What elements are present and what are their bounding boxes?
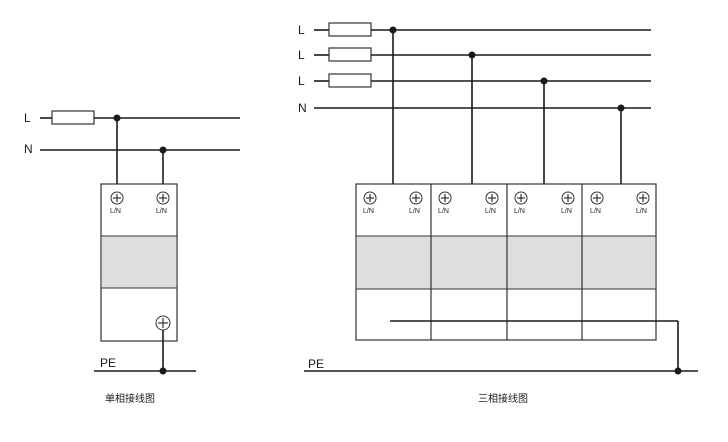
three-m3-terminal-right-label: L/N [561, 208, 572, 215]
three-m2-terminal-right [485, 191, 499, 205]
three-N-label: N [298, 101, 307, 115]
three-m1-terminal-left [363, 191, 377, 205]
three-m4-terminal-right [636, 191, 650, 205]
single-PE-label: PE [100, 356, 116, 370]
three-PE-label: PE [308, 357, 324, 371]
three-m1-terminal-right [409, 191, 423, 205]
single-terminal-1 [110, 191, 124, 205]
three-m4-terminal-left [590, 191, 604, 205]
single-pe-terminal [155, 315, 171, 331]
three-fuse-1 [328, 22, 372, 37]
three-L3-label: L [298, 74, 305, 88]
three-m3-terminal-left [514, 191, 528, 205]
three-L2-label: L [298, 48, 305, 62]
single-N-label: N [24, 142, 33, 156]
single-phase-diagram: L N L/N L/N [24, 110, 240, 405]
single-terminal-2 [156, 191, 170, 205]
single-terminal-1-label: L/N [110, 208, 121, 215]
three-m4-terminal-right-label: L/N [636, 208, 647, 215]
three-m2-terminal-right-label: L/N [485, 208, 496, 215]
three-L1-label: L [298, 23, 305, 37]
three-phase-caption: 三相接线图 [478, 392, 528, 405]
three-m3-terminal-right [561, 191, 575, 205]
single-terminal-2-label: L/N [156, 208, 167, 215]
three-fuse-3 [328, 73, 372, 88]
three-fuse-2 [328, 47, 372, 62]
single-phase-caption: 单相接线图 [105, 392, 155, 405]
three-m1-terminal-left-label: L/N [363, 208, 374, 215]
single-L-label: L [24, 111, 31, 125]
three-m4-terminal-left-label: L/N [590, 208, 601, 215]
single-fuse [51, 110, 95, 125]
three-m1-terminal-right-label: L/N [409, 208, 420, 215]
three-m3-terminal-left-label: L/N [514, 208, 525, 215]
single-spd-window [100, 235, 178, 289]
three-m2-terminal-left [438, 191, 452, 205]
three-spd-window [355, 235, 657, 290]
single-PE-junction [159, 367, 167, 375]
three-phase-diagram: L L L N [298, 22, 698, 405]
three-PE-junction [674, 367, 682, 375]
three-m2-terminal-left-label: L/N [438, 208, 449, 215]
